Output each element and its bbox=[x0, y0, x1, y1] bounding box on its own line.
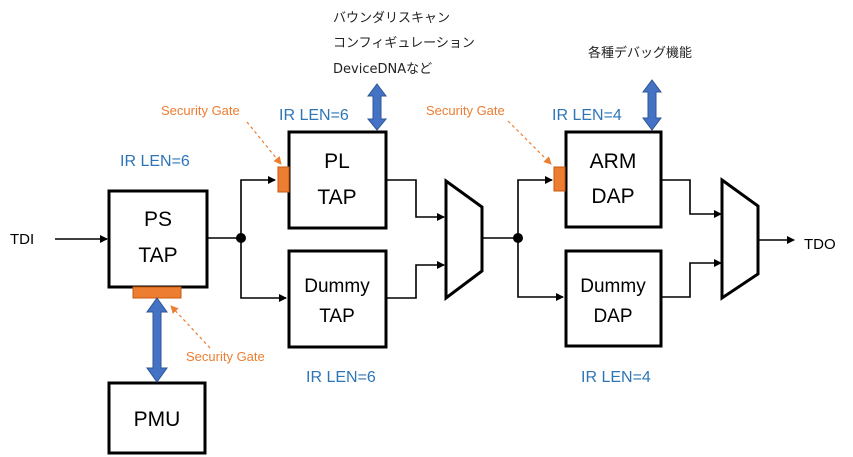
dummy-dap-label-2: DAP bbox=[593, 306, 632, 327]
pl-tap-out-wire bbox=[386, 179, 445, 221]
arm-gate-pointer bbox=[507, 120, 552, 165]
mux-2 bbox=[720, 177, 760, 301]
pl-gate-pointer bbox=[246, 121, 282, 165]
pl-security-gate-label: Security Gate bbox=[161, 103, 240, 118]
arm-note: 各種デバッグ機能 bbox=[588, 45, 692, 61]
arm-security-gate bbox=[553, 166, 566, 192]
pmu-label: PMU bbox=[134, 408, 181, 431]
dummy-tap-label-2: TAP bbox=[319, 306, 355, 327]
pl-tap-label-1: PL bbox=[324, 150, 350, 173]
ps-security-gate bbox=[132, 286, 182, 299]
ps-tap-label-2: TAP bbox=[138, 244, 177, 267]
to-pl-tap-wire bbox=[240, 176, 276, 238]
tdo-label: TDO bbox=[804, 236, 836, 253]
dummy-tap-block: Dummy TAP bbox=[287, 249, 388, 349]
arm-dap-label-2: DAP bbox=[591, 185, 634, 208]
to-dummy-tap-wire bbox=[240, 238, 287, 302]
pl-tap-bus-arrow bbox=[366, 83, 388, 131]
ps-pmu-bus-arrow bbox=[146, 297, 168, 383]
pl-note-line-3: DeviceDNAなど bbox=[333, 62, 432, 77]
dummy-tap-out-wire bbox=[386, 261, 445, 299]
dummy-dap-out-wire bbox=[661, 259, 722, 298]
dummy-tap-ir-len: IR LEN=6 bbox=[306, 369, 376, 386]
pl-note-line-1: バウンダリスキャン bbox=[333, 11, 450, 26]
arm-dap-block: ARM DAP bbox=[564, 130, 663, 229]
dummy-dap-block: Dummy DAP bbox=[564, 249, 663, 348]
arm-dap-bus-arrow bbox=[642, 79, 662, 131]
to-dummy-dap-wire bbox=[517, 238, 564, 301]
to-arm-dap-wire bbox=[517, 176, 553, 238]
arm-dap-out-wire bbox=[661, 179, 722, 218]
pl-note-line-2: コンフィギュレーション bbox=[333, 36, 475, 51]
ps-ir-len: IR LEN=6 bbox=[120, 153, 190, 170]
ps-gate-pointer bbox=[170, 305, 211, 349]
dummy-dap-label-1: Dummy bbox=[580, 276, 646, 297]
pl-ir-len: IR LEN=6 bbox=[279, 107, 349, 124]
mux-1 bbox=[444, 178, 484, 301]
ps-tap-block: PS TAP bbox=[107, 189, 209, 289]
pmu-block: PMU bbox=[107, 381, 207, 455]
arm-security-gate-label: Security Gate bbox=[426, 103, 505, 118]
arm-ir-len: IR LEN=4 bbox=[552, 107, 622, 124]
pl-tap-block: PL TAP bbox=[287, 130, 388, 230]
ps-security-gate-label: Security Gate bbox=[186, 349, 265, 364]
pl-security-gate bbox=[277, 166, 290, 193]
dummy-tap-label-1: Dummy bbox=[304, 276, 370, 297]
ps-tap-label-1: PS bbox=[144, 208, 172, 231]
tdi-label: TDI bbox=[10, 231, 34, 248]
dummy-dap-ir-len: IR LEN=4 bbox=[581, 369, 651, 386]
pl-tap-label-2: TAP bbox=[317, 186, 356, 209]
arm-dap-label-1: ARM bbox=[590, 150, 637, 173]
